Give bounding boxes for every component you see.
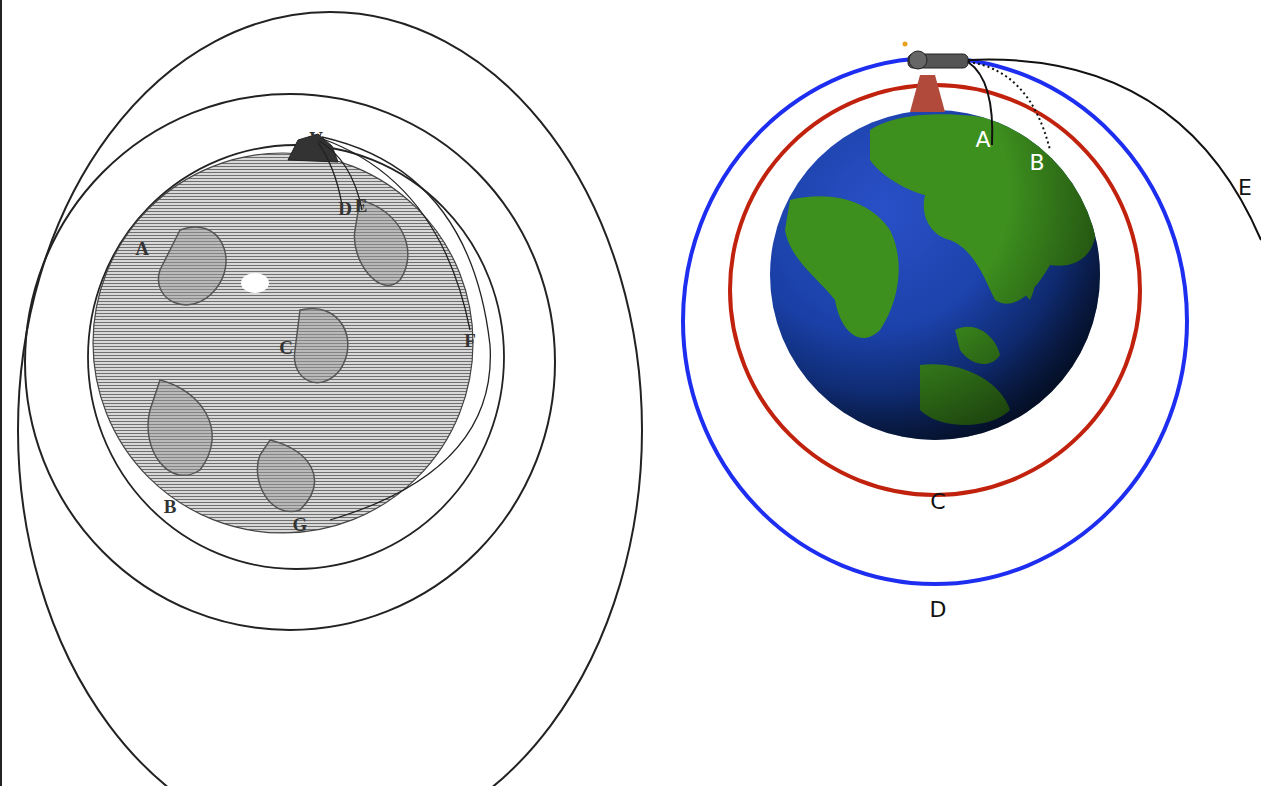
point-label: V [309, 129, 323, 148]
engraving [18, 12, 642, 786]
point-label: C [930, 491, 945, 513]
point-label: A [975, 129, 990, 151]
point-label: B [164, 497, 177, 516]
point-label: A [135, 239, 149, 258]
point-label: E [1238, 177, 1252, 199]
point-label: F [464, 331, 476, 350]
point-label: G [293, 515, 308, 534]
frame-line [0, 0, 2, 786]
point-label: D [338, 199, 352, 218]
point-label: C [279, 338, 293, 357]
modern-illustration [683, 42, 1261, 585]
point-label: B [1029, 152, 1044, 174]
point-label: E [355, 196, 368, 215]
point-label: D [930, 599, 947, 621]
